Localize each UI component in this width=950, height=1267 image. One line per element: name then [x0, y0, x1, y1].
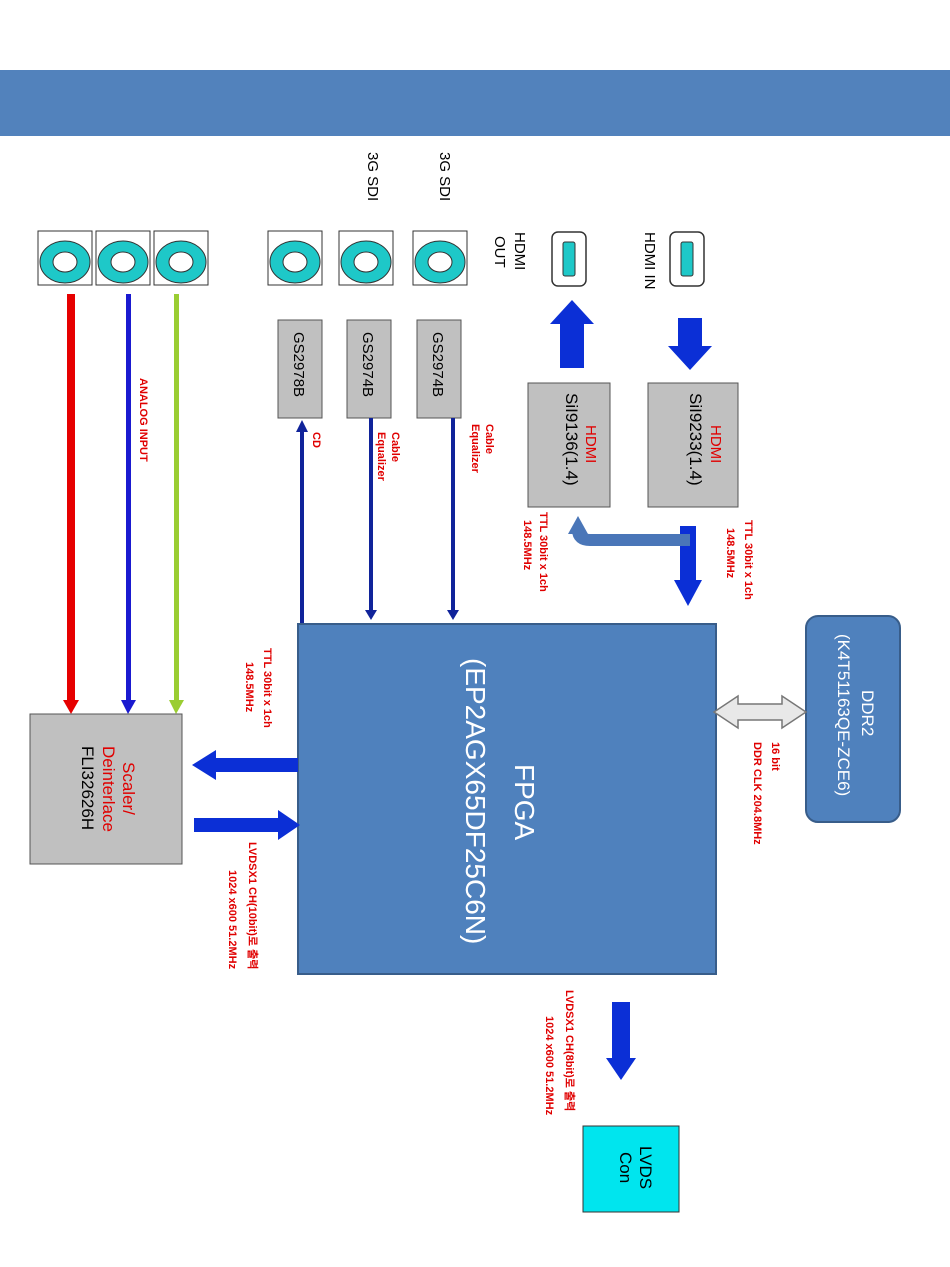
- hdmi-rx-chip: [647, 382, 739, 508]
- analog-connector-2: [95, 230, 151, 286]
- scaler-title-2: Deinterlace: [99, 746, 118, 832]
- scaler-block: [29, 713, 183, 865]
- gs2974b-line-2: [447, 418, 459, 620]
- ttl-scaler-line2: 148.5MHz: [243, 662, 255, 713]
- ttl-rx-line1: TTL 30bit x 1ch: [742, 520, 754, 600]
- gs2974b-chip-2: [416, 319, 462, 419]
- cd-label: CD: [310, 432, 322, 448]
- ttl-scaler-line1: TTL 30bit x 1ch: [261, 648, 273, 728]
- hdmi-out-arrow: [550, 300, 594, 368]
- analog-connector-1: [37, 230, 93, 286]
- gs2974b-chip-1: [346, 319, 392, 419]
- lvds-con-label-1: LVDS: [636, 1146, 655, 1189]
- fpga-title: FPGA: [509, 764, 540, 841]
- gs2974b-line-1: [365, 418, 377, 620]
- hdmi-tx-title: HDMI: [582, 425, 599, 463]
- ttl-rx-line2: 148.5MHz: [724, 528, 736, 579]
- scaler-to-fpga-arrow: [194, 810, 300, 840]
- fpga-block: [297, 623, 717, 975]
- cable-eq-1b: Equalizer: [375, 432, 387, 482]
- gs2974b-label-1: GS2974B: [359, 332, 376, 397]
- hdmi-tx-chip: [527, 382, 611, 508]
- analog-input-label: ANALOG INPUT: [137, 378, 149, 462]
- hdmi-out-connector: [551, 231, 587, 287]
- lvds-connector-block: [582, 1125, 680, 1213]
- cable-eq-2a: Cable: [483, 424, 495, 454]
- lvds-out-arrow: [606, 1002, 636, 1080]
- ddr2-title: DDR2: [858, 690, 877, 736]
- gs2978b-chip: [277, 319, 323, 419]
- hdmi-in-connector: [669, 231, 705, 287]
- analog-line-green: [169, 294, 184, 714]
- ddr-bus-line2: DDR CLK 204.8MHz: [751, 742, 763, 845]
- sdi-connector-2: [338, 230, 394, 286]
- hdmi-tx-part: SiI9136(1.4): [562, 393, 581, 486]
- lvds-out-line2: 1024 x600 51.2MHz: [543, 1016, 555, 1116]
- sdi-label-2: 3G SDI: [436, 152, 453, 201]
- lvds-con-label-2: Con: [616, 1152, 635, 1183]
- ddr2-part: (K4T51163QE-ZCE6): [834, 634, 853, 796]
- hdmi-out-label-2: OUT: [491, 236, 508, 268]
- ddr2-block: [805, 615, 901, 823]
- analog-connector-3: [153, 230, 209, 286]
- analog-line-red: [63, 294, 79, 714]
- fpga-to-scaler-arrow: [192, 750, 298, 780]
- analog-line-blue: [121, 294, 136, 714]
- scaler-title-1: Scaler/: [119, 762, 138, 815]
- gs2974b-label-2: GS2974B: [429, 332, 446, 397]
- hdmi-rx-title: HDMI: [707, 425, 724, 463]
- gs2978b-label: GS2978B: [290, 332, 307, 397]
- hdmi-in-label: HDMI IN: [641, 232, 658, 290]
- fpga-to-hdmi-tx-arrow: [568, 516, 690, 546]
- sdi-connector-1: [267, 230, 323, 286]
- header-bar: [0, 70, 950, 136]
- cable-eq-2b: Equalizer: [469, 424, 481, 474]
- lvds-out-line1: LVDSX1 CH(8bit)로 출력: [563, 990, 577, 1111]
- lvds-scaler-line2: 1024 x600 51.2MHz: [226, 870, 238, 970]
- hdmi-in-arrow: [668, 318, 712, 370]
- scaler-part: FLI32626H: [78, 746, 97, 830]
- hdmi-out-label-1: HDMI: [511, 232, 528, 270]
- ttl-tx-line1: TTL 30bit x 1ch: [537, 512, 549, 592]
- ddr-bus-arrow: [712, 694, 808, 730]
- sdi-connector-3: [412, 230, 468, 286]
- lvds-scaler-line1: LVDSX1 CH(10bit)로 출력: [246, 842, 260, 969]
- fpga-part: (EP2AGX65DF25C6N): [460, 658, 491, 944]
- ddr-bus-line1: 16 bit: [769, 742, 781, 771]
- sdi-label-1: 3G SDI: [364, 152, 381, 201]
- cable-eq-1a: Cable: [389, 432, 401, 462]
- hdmi-rx-part: SiI9233(1.4): [686, 393, 705, 486]
- ttl-tx-line2: 148.5MHz: [521, 520, 533, 571]
- gs2978b-line: [296, 420, 308, 624]
